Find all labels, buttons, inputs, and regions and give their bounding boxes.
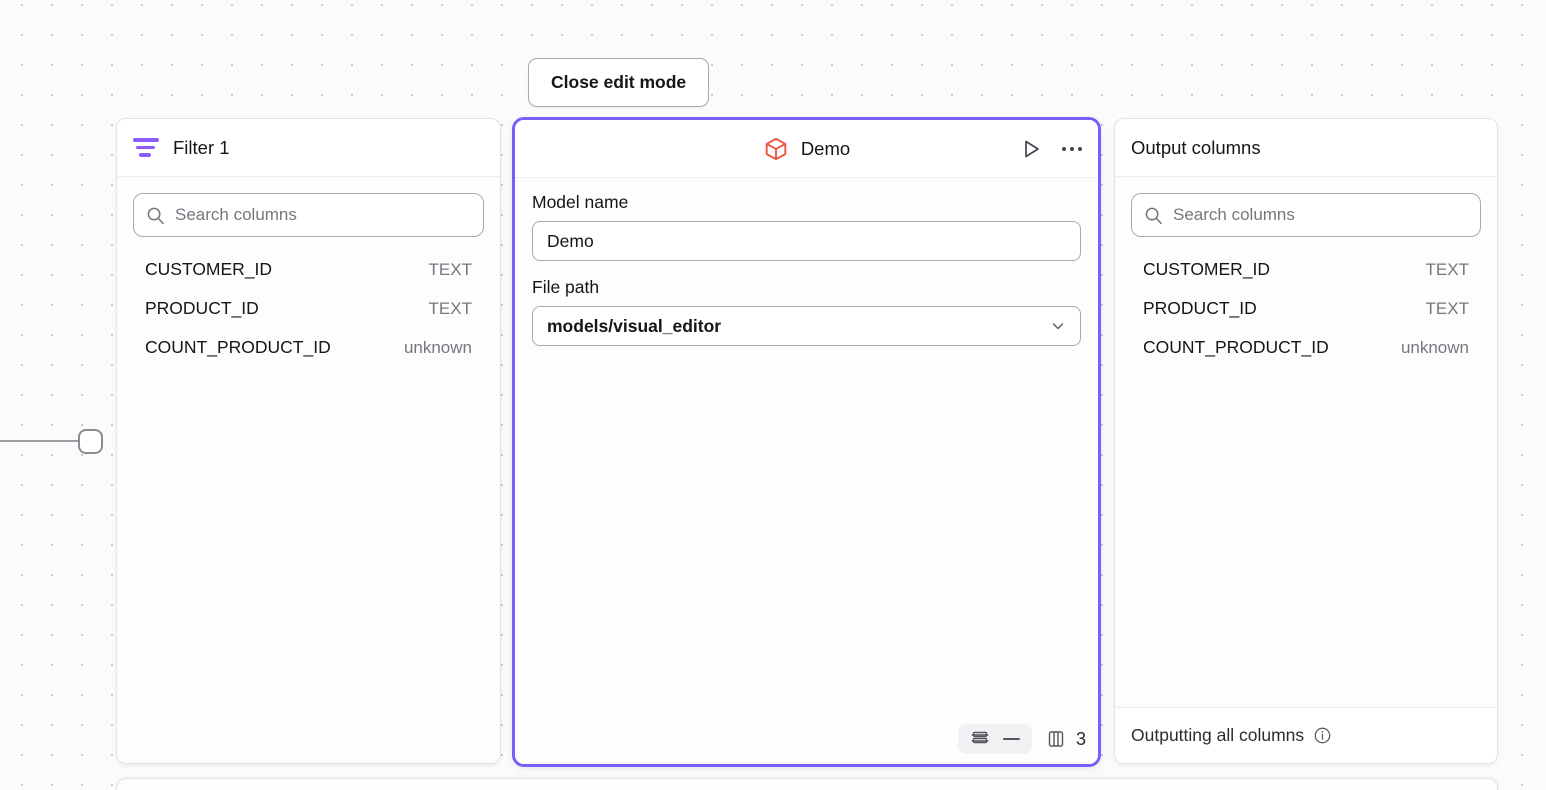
output-panel-title: Output columns <box>1131 136 1261 158</box>
filter-search-placeholder: Search columns <box>175 205 297 224</box>
connector-edge <box>0 440 82 442</box>
column-count-group[interactable]: 3 <box>1046 729 1086 750</box>
column-type: TEXT <box>428 299 472 318</box>
filter-panel-header: Filter 1 <box>117 119 500 177</box>
output-panel-body: Search columns CUSTOMER_ID TEXT PRODUCT_… <box>1115 177 1497 707</box>
column-name: CUSTOMER_ID <box>145 259 273 279</box>
model-panel[interactable]: Demo Model name Demo <box>512 117 1101 767</box>
column-name: COUNT_PRODUCT_ID <box>1143 337 1329 357</box>
table-row[interactable]: PRODUCT_ID TEXT <box>133 294 484 333</box>
table-row[interactable]: PRODUCT_ID TEXT <box>1131 294 1481 333</box>
more-options-button[interactable] <box>1060 145 1084 153</box>
ellipsis-icon <box>1062 147 1082 151</box>
info-icon[interactable] <box>1313 726 1332 745</box>
table-row[interactable]: CUSTOMER_ID TEXT <box>1131 255 1481 294</box>
model-name-input[interactable]: Demo <box>532 221 1081 261</box>
columns-icon <box>1048 731 1064 747</box>
filter-icon <box>133 138 159 157</box>
cube-icon <box>765 137 787 160</box>
row-count-value <box>1002 737 1020 741</box>
model-panel-body: Model name Demo File path models/visual_… <box>515 178 1098 764</box>
column-name: COUNT_PRODUCT_ID <box>145 337 331 357</box>
model-panel-title: Demo <box>800 137 851 159</box>
search-icon <box>147 207 164 224</box>
outputting-all-columns-label: Outputting all columns <box>1131 725 1305 745</box>
file-path-value: models/visual_editor <box>547 315 722 336</box>
output-columns-panel[interactable]: Output columns Search columns CUSTOMER_I… <box>1114 118 1498 764</box>
chevron-down-icon <box>1052 323 1064 330</box>
connector-handle[interactable] <box>78 429 103 454</box>
output-panel-footer: Outputting all columns <box>1115 707 1497 763</box>
play-icon <box>1025 140 1039 158</box>
filter-search-input[interactable]: Search columns <box>133 193 484 237</box>
column-count-value: 3 <box>1075 728 1086 749</box>
column-name: PRODUCT_ID <box>145 298 259 318</box>
model-stats-toolbar: 3 <box>957 724 1086 754</box>
column-type: unknown <box>1400 338 1469 357</box>
search-icon <box>1145 207 1162 224</box>
filter-panel[interactable]: Filter 1 Search columns CUSTOMER_ID TEXT… <box>116 118 501 764</box>
model-panel-header: Demo <box>515 120 1098 178</box>
filter-panel-body: Search columns CUSTOMER_ID TEXT PRODUCT_… <box>117 177 500 763</box>
column-type: TEXT <box>428 260 472 279</box>
column-type: unknown <box>403 338 472 357</box>
file-path-select[interactable]: models/visual_editor <box>532 306 1081 346</box>
column-type: TEXT <box>1425 260 1469 279</box>
table-row[interactable]: CUSTOMER_ID TEXT <box>133 255 484 294</box>
filter-column-list: CUSTOMER_ID TEXT PRODUCT_ID TEXT COUNT_P… <box>133 255 484 372</box>
filter-panel-title: Filter 1 <box>173 136 230 158</box>
model-name-label: Model name <box>532 192 629 212</box>
column-name: PRODUCT_ID <box>1143 298 1257 318</box>
row-count-pill[interactable] <box>957 724 1032 754</box>
rows-icon <box>971 731 989 744</box>
output-panel-header: Output columns <box>1115 119 1497 177</box>
file-path-label: File path <box>532 277 600 297</box>
output-search-placeholder: Search columns <box>1173 205 1295 224</box>
close-edit-mode-button[interactable]: Close edit mode <box>528 58 710 107</box>
table-row[interactable]: COUNT_PRODUCT_ID unknown <box>133 333 484 372</box>
output-search-input[interactable]: Search columns <box>1131 193 1481 237</box>
column-name: CUSTOMER_ID <box>1143 259 1271 279</box>
run-button[interactable] <box>1019 137 1043 161</box>
partial-panel-below[interactable] <box>116 778 1498 790</box>
table-row[interactable]: COUNT_PRODUCT_ID unknown <box>1131 333 1481 372</box>
output-column-list: CUSTOMER_ID TEXT PRODUCT_ID TEXT COUNT_P… <box>1131 255 1481 372</box>
column-type: TEXT <box>1425 299 1469 318</box>
